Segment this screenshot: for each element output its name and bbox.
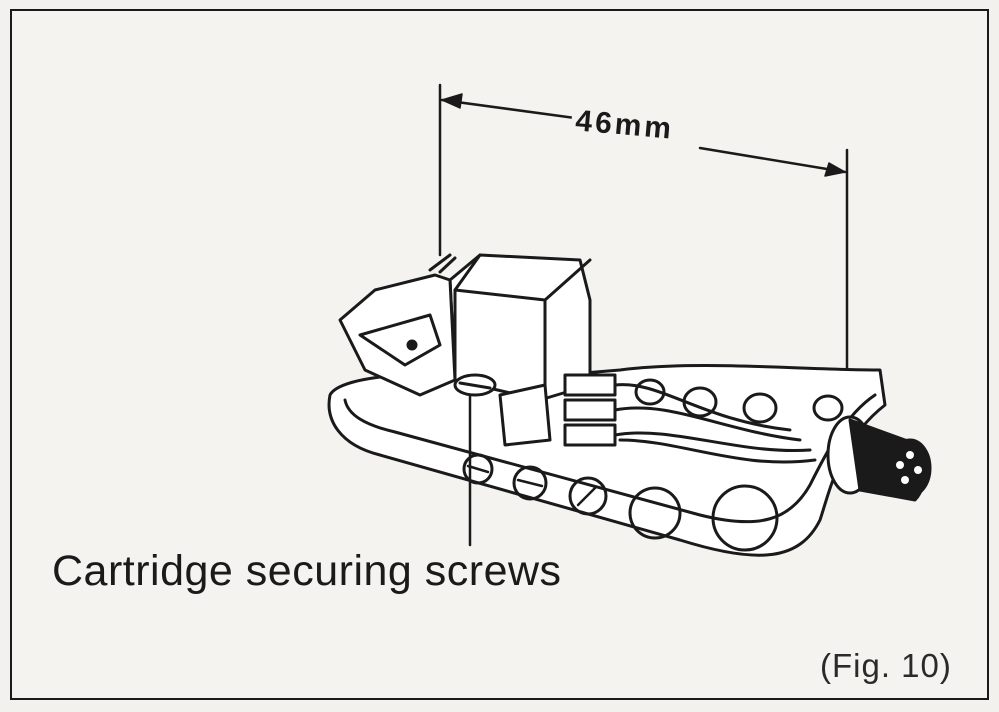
side-hole-1	[628, 486, 682, 540]
dimension-arrow-icon	[440, 93, 847, 177]
figure-number: (Fig. 10)	[820, 647, 952, 684]
screw-hole-2	[512, 465, 548, 501]
screw-hole-1	[462, 453, 494, 485]
callout-caption: Cartridge securing screws	[52, 547, 562, 595]
cartridge-front	[338, 273, 457, 397]
side-hole-2	[711, 484, 779, 552]
screw-hole-3	[568, 476, 608, 516]
